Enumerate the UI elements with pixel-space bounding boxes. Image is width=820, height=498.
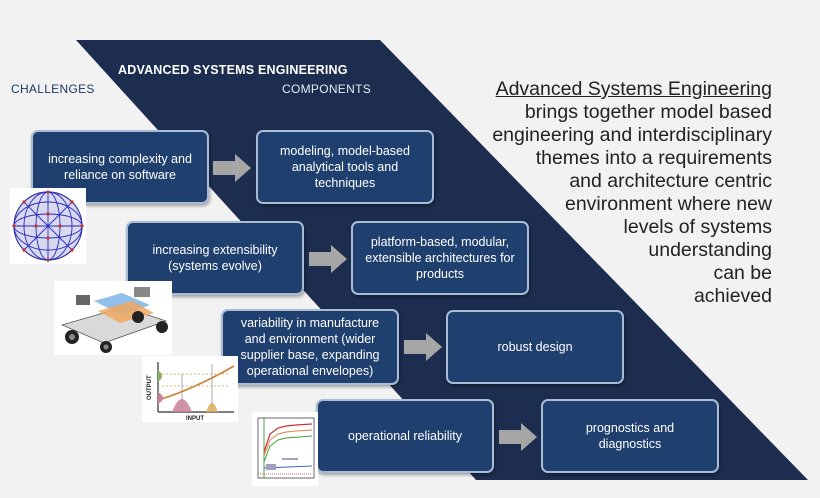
band-title: ADVANCED SYSTEMS ENGINEERING [118, 63, 348, 77]
component-text: techniques [314, 176, 376, 190]
components-label: COMPONENTS [282, 82, 372, 96]
challenge-text: (systems evolve) [168, 259, 262, 273]
component-box-modeling: modeling, model-based analytical tools a… [256, 130, 434, 204]
challenge-text: operational reliability [348, 429, 462, 443]
challenge-text: supplier base, expanding [240, 348, 380, 362]
description-line: environment where new [564, 193, 772, 215]
sensor-trace-plot-image [252, 412, 318, 486]
right-arrow-icon [404, 333, 442, 361]
description-line: levels of systems [623, 216, 772, 238]
challenge-text: reliance on software [64, 168, 176, 182]
challenge-text: increasing complexity and [48, 152, 192, 166]
challenge-text: variability in manufacture [240, 316, 380, 330]
challenge-text: and environment (wider [244, 332, 376, 346]
description-line: achieved [693, 285, 772, 307]
description-line: themes into a requirements [535, 147, 772, 169]
component-text: platform-based, modular, [370, 235, 510, 249]
output-axis-label: OUTPUT [147, 375, 153, 400]
component-text: analytical tools and [291, 160, 399, 174]
component-text: extensible architectures for [365, 251, 515, 265]
component-text: prognostics and [585, 421, 675, 435]
description-line: understanding [648, 239, 772, 261]
challenge-text: increasing extensibility [152, 243, 278, 257]
component-box-robust-design: robust design [446, 310, 624, 384]
description-line: brings together model based [524, 101, 772, 123]
challenge-box-reliability: operational reliability [316, 399, 494, 473]
component-box-prognostics: prognostics and diagnostics [541, 399, 719, 473]
input-output-plot-image: OUTPUT INPUT [142, 356, 238, 422]
challenge-text: operational envelopes) [246, 364, 374, 378]
description-title: Advanced Systems Engineering [495, 78, 772, 100]
component-text: diagnostics [598, 437, 662, 451]
component-text: modeling, model-based [280, 144, 410, 158]
description-paragraph: Advanced Systems Engineering brings toge… [442, 78, 772, 308]
description-line: can be [713, 262, 772, 284]
component-box-platform: platform-based, modular, extensible arch… [351, 221, 529, 295]
geodesic-sphere-image [10, 188, 86, 264]
right-arrow-icon [499, 423, 537, 451]
challenge-box-complexity: increasing complexity and reliance on so… [31, 130, 209, 204]
vehicle-architecture-image [54, 281, 172, 355]
challenge-box-variability: variability in manufacture and environme… [221, 309, 399, 385]
challenges-label: CHALLENGES [11, 82, 95, 96]
description-line: engineering and interdisciplinary [492, 124, 772, 146]
right-arrow-icon [213, 154, 251, 182]
component-text: robust design [497, 340, 573, 354]
input-axis-label: INPUT [186, 416, 204, 422]
right-arrow-icon [309, 245, 347, 273]
component-text: products [416, 267, 464, 281]
description-line: and architecture centric [569, 170, 772, 192]
